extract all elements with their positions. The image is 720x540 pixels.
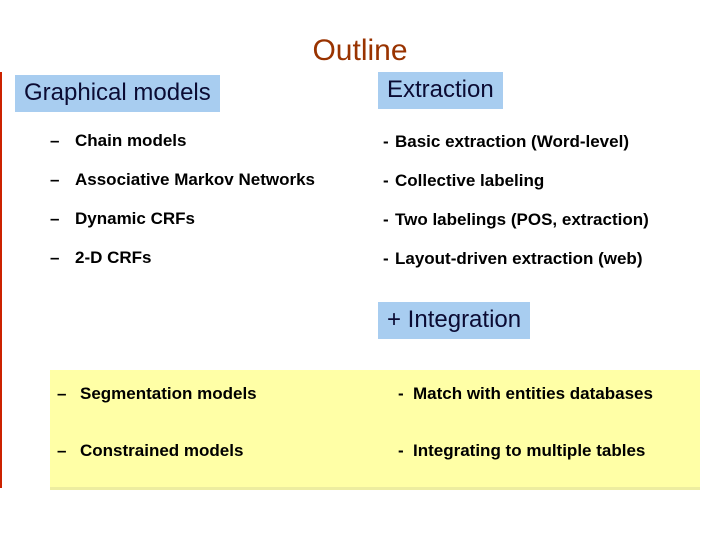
list-item: – Dynamic CRFs: [50, 210, 315, 227]
list-item: - Layout-driven extraction (web): [383, 250, 649, 267]
header-integration: + Integration: [378, 302, 531, 339]
bullet-dash: –: [50, 248, 60, 267]
list-item: - Collective labeling: [383, 172, 649, 189]
panel-row: – Segmentation models - Match with entit…: [50, 384, 700, 404]
list-item-label: Collective labeling: [395, 171, 545, 190]
bullet-dash: –: [50, 131, 60, 150]
bullet-dash: –: [50, 209, 60, 228]
bullet-dash: –: [57, 384, 67, 403]
bottom-panel: – Segmentation models - Match with entit…: [50, 370, 700, 490]
list-item: – Chain models: [50, 132, 315, 149]
panel-left-label: Segmentation models: [80, 384, 257, 403]
list-item-label: Basic extraction (Word-level): [395, 132, 629, 151]
left-accent-line: [0, 72, 2, 488]
list-item-label: Dynamic CRFs: [75, 209, 195, 228]
graphical-models-list: – Chain models – Associative Markov Netw…: [50, 132, 315, 266]
bullet-hyphen: -: [383, 249, 389, 268]
bullet-hyphen: -: [383, 210, 389, 229]
panel-right-label: Integrating to multiple tables: [413, 441, 646, 460]
panel-left-label: Constrained models: [80, 441, 244, 460]
panel-right-label: Match with entities databases: [413, 384, 653, 403]
list-item: - Basic extraction (Word-level): [383, 133, 649, 150]
list-item-label: Two labelings (POS, extraction): [395, 210, 649, 229]
list-item-label: Chain models: [75, 131, 187, 150]
list-item-label: Layout-driven extraction (web): [395, 249, 643, 268]
bullet-hyphen: -: [383, 171, 389, 190]
list-item: – 2-D CRFs: [50, 249, 315, 266]
list-item: – Associative Markov Networks: [50, 171, 315, 188]
panel-row: – Constrained models - Integrating to mu…: [50, 441, 700, 461]
list-item-label: 2-D CRFs: [75, 248, 152, 267]
bullet-dash: –: [57, 441, 67, 460]
list-item: - Two labelings (POS, extraction): [383, 211, 649, 228]
header-extraction: Extraction: [378, 72, 503, 109]
extraction-list: - Basic extraction (Word-level) - Collec…: [383, 133, 649, 267]
list-item-label: Associative Markov Networks: [75, 170, 315, 189]
bullet-hyphen: -: [383, 132, 389, 151]
bullet-hyphen: -: [398, 384, 404, 403]
bullet-dash: –: [50, 170, 60, 189]
slide-title: Outline: [312, 34, 408, 67]
bullet-hyphen: -: [398, 441, 404, 460]
header-graphical-models: Graphical models: [15, 75, 220, 112]
